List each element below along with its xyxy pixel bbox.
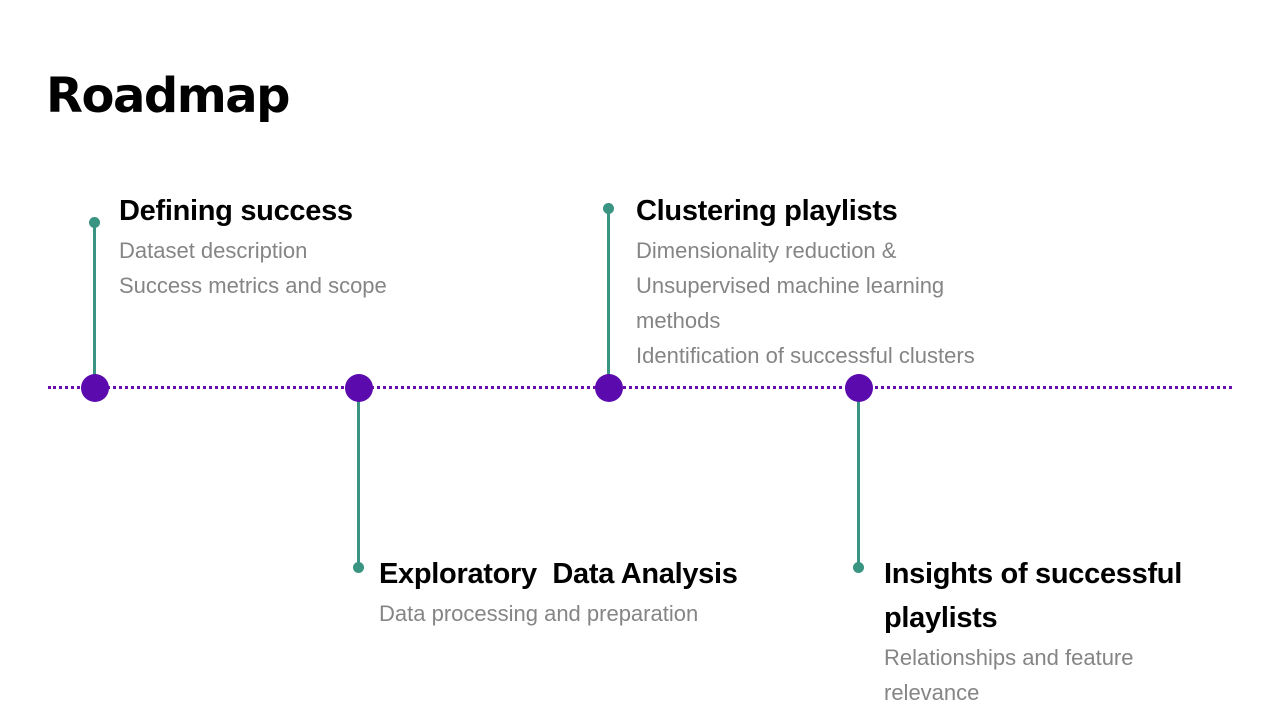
page-title: Roadmap xyxy=(46,68,290,124)
milestone-title-insights-of-successful-playlists: Insights of successful playlists xyxy=(884,558,1182,634)
detail-item: Unsupervised machine learning xyxy=(636,273,945,298)
timeline-node-1 xyxy=(81,374,109,402)
detail-item: Dimensionality reduction & xyxy=(636,238,897,263)
connector-end-dot-1 xyxy=(89,217,100,228)
timeline-axis xyxy=(48,386,1232,389)
detail-item: Identification of successful clusters xyxy=(636,343,975,368)
connector-stem-2 xyxy=(357,388,360,568)
detail-item: Relationships and feature xyxy=(884,645,1134,670)
detail-item: Success metrics and scope xyxy=(119,273,387,298)
connector-end-dot-2 xyxy=(353,562,364,573)
timeline-node-3 xyxy=(595,374,623,402)
timeline-node-4 xyxy=(845,374,873,402)
detail-item: methods xyxy=(636,308,721,333)
timeline-node-2 xyxy=(345,374,373,402)
detail-item: relevance xyxy=(884,680,980,705)
milestone-title-exploratory-data-analysis: Exploratory Data Analysis xyxy=(379,558,738,590)
connector-stem-4 xyxy=(857,388,860,568)
milestone-details-exploratory-data-analysis: Data processing and preparation xyxy=(379,596,698,631)
detail-item: Dataset description xyxy=(119,238,308,263)
milestone-details-insights-of-successful-playlists: Relationships and feature relevance xyxy=(884,640,1134,710)
detail-item: Data processing and preparation xyxy=(379,601,699,626)
connector-end-dot-3 xyxy=(603,203,614,214)
milestone-details-clustering-playlists: Dimensionality reduction & Unsupervised … xyxy=(636,233,975,373)
connector-stem-3 xyxy=(607,210,610,386)
milestone-title-clustering-playlists: Clustering playlists xyxy=(636,195,898,227)
connector-end-dot-4 xyxy=(853,562,864,573)
milestone-details-defining-success: Dataset description Success metrics and … xyxy=(119,233,387,303)
milestone-title-defining-success: Defining success xyxy=(119,195,353,227)
connector-stem-1 xyxy=(93,224,96,386)
